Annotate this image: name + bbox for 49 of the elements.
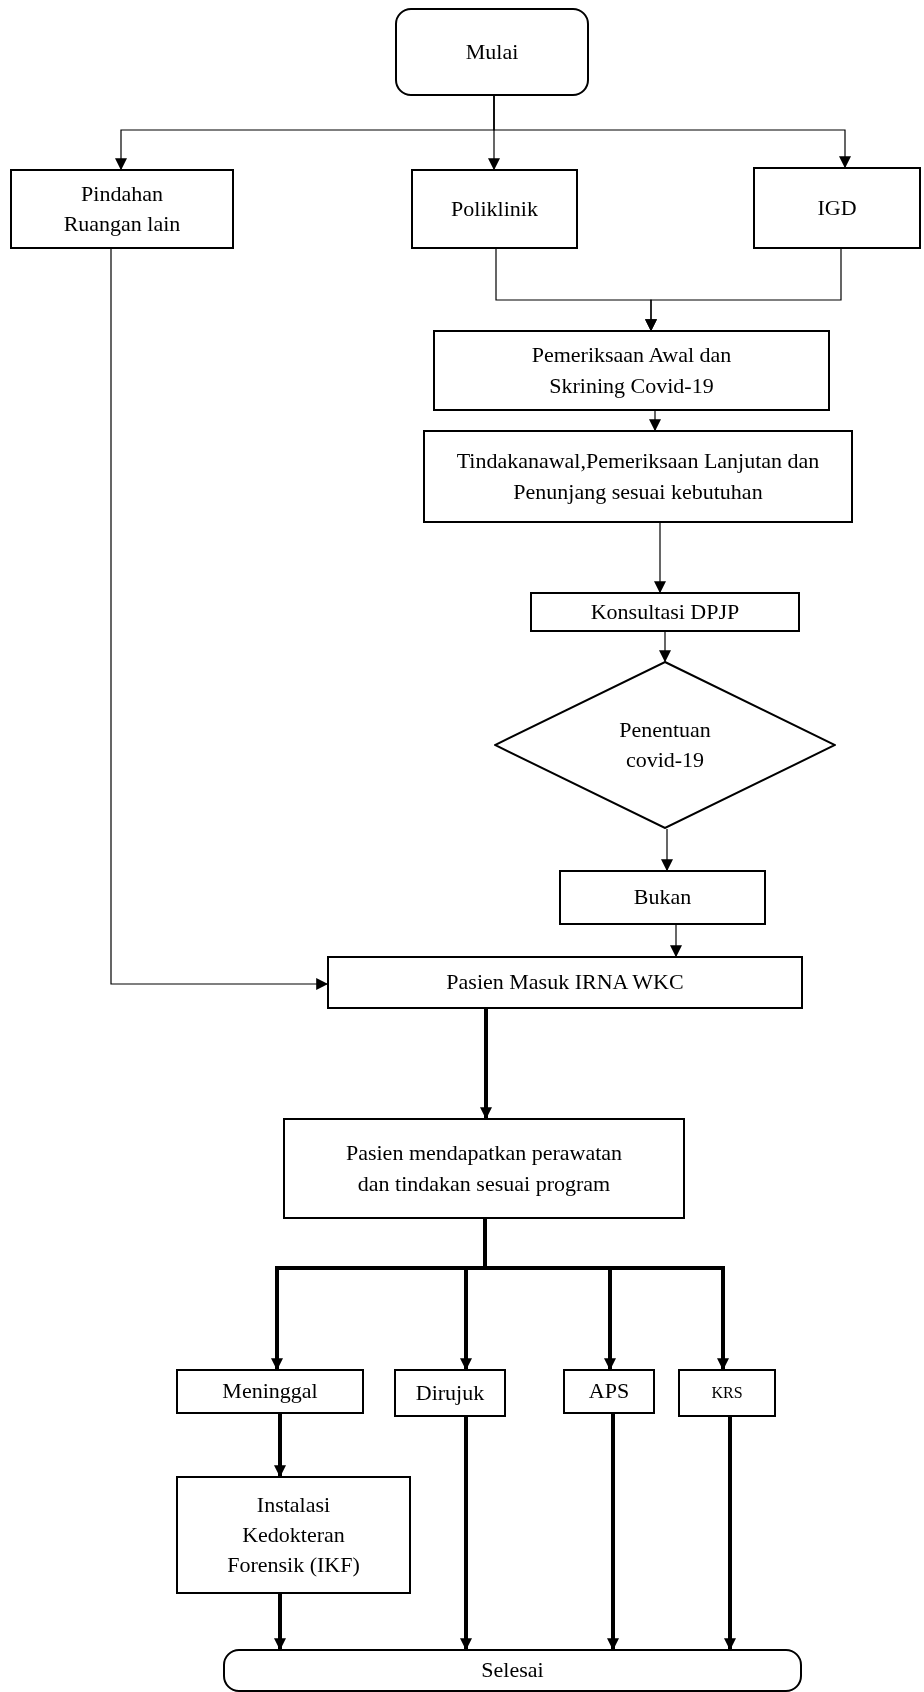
- arrow: [274, 1594, 286, 1651]
- arrow: [645, 248, 842, 332]
- process-box: [433, 330, 830, 411]
- arrow: [110, 248, 329, 990]
- process-box: [176, 1476, 411, 1594]
- arrow: [724, 1417, 736, 1651]
- process-box: [327, 956, 803, 1009]
- process-box: [563, 1369, 655, 1414]
- arrow: [480, 1009, 492, 1120]
- box-text: Meninggal: [222, 1377, 318, 1406]
- process-box: [530, 592, 800, 632]
- arrow: [483, 1219, 729, 1371]
- box-text: Pemeriksaan Awal dan Skrining Covid-19: [530, 341, 733, 400]
- box-text: Instalasi Kedokteran Forensik (IKF): [226, 1490, 361, 1580]
- process-box: [411, 169, 578, 249]
- arrow: [659, 631, 671, 663]
- process-box: [559, 870, 766, 925]
- box-text: Poliklinik: [451, 194, 538, 223]
- box-text: Dirujuk: [415, 1378, 485, 1407]
- process-box: [176, 1369, 364, 1414]
- process-box: [283, 1118, 685, 1219]
- process-box: [678, 1369, 776, 1417]
- box-text: Selesai: [481, 1656, 544, 1685]
- process-box: [394, 1369, 506, 1417]
- terminal-box: [395, 8, 589, 96]
- arrow: [493, 95, 851, 169]
- arrow: [649, 410, 661, 432]
- box-text: Tindakanawal,Pemeriksaan Lanjutan dan Penunjang sesuai kebutuhan: [455, 447, 821, 506]
- decision-diamond: [494, 661, 836, 829]
- box-text: Bukan: [633, 883, 692, 912]
- arrow: [661, 828, 673, 872]
- process-box: [423, 430, 853, 523]
- arrow: [670, 924, 682, 958]
- process-box: [10, 169, 234, 249]
- box-text: Pasien mendapatkan perawatan dan tindakan sesuai program: [344, 1139, 624, 1198]
- box-text: Pindahan Ruangan lain: [62, 179, 182, 238]
- box-text: Konsultasi DPJP: [590, 597, 740, 626]
- box-text: Penentuan covid-19: [618, 715, 712, 774]
- arrow: [274, 1414, 286, 1478]
- arrow: [460, 1417, 472, 1651]
- box-text: KRS: [711, 1383, 743, 1403]
- arrow: [654, 522, 666, 594]
- process-box: [753, 167, 921, 249]
- box-text: APS: [588, 1377, 630, 1406]
- box-text: Pasien Masuk IRNA WKC: [446, 968, 684, 997]
- arrow: [607, 1414, 619, 1651]
- box-text: IGD: [817, 193, 857, 222]
- box-text: Mulai: [465, 37, 519, 66]
- terminal-box: [223, 1649, 802, 1692]
